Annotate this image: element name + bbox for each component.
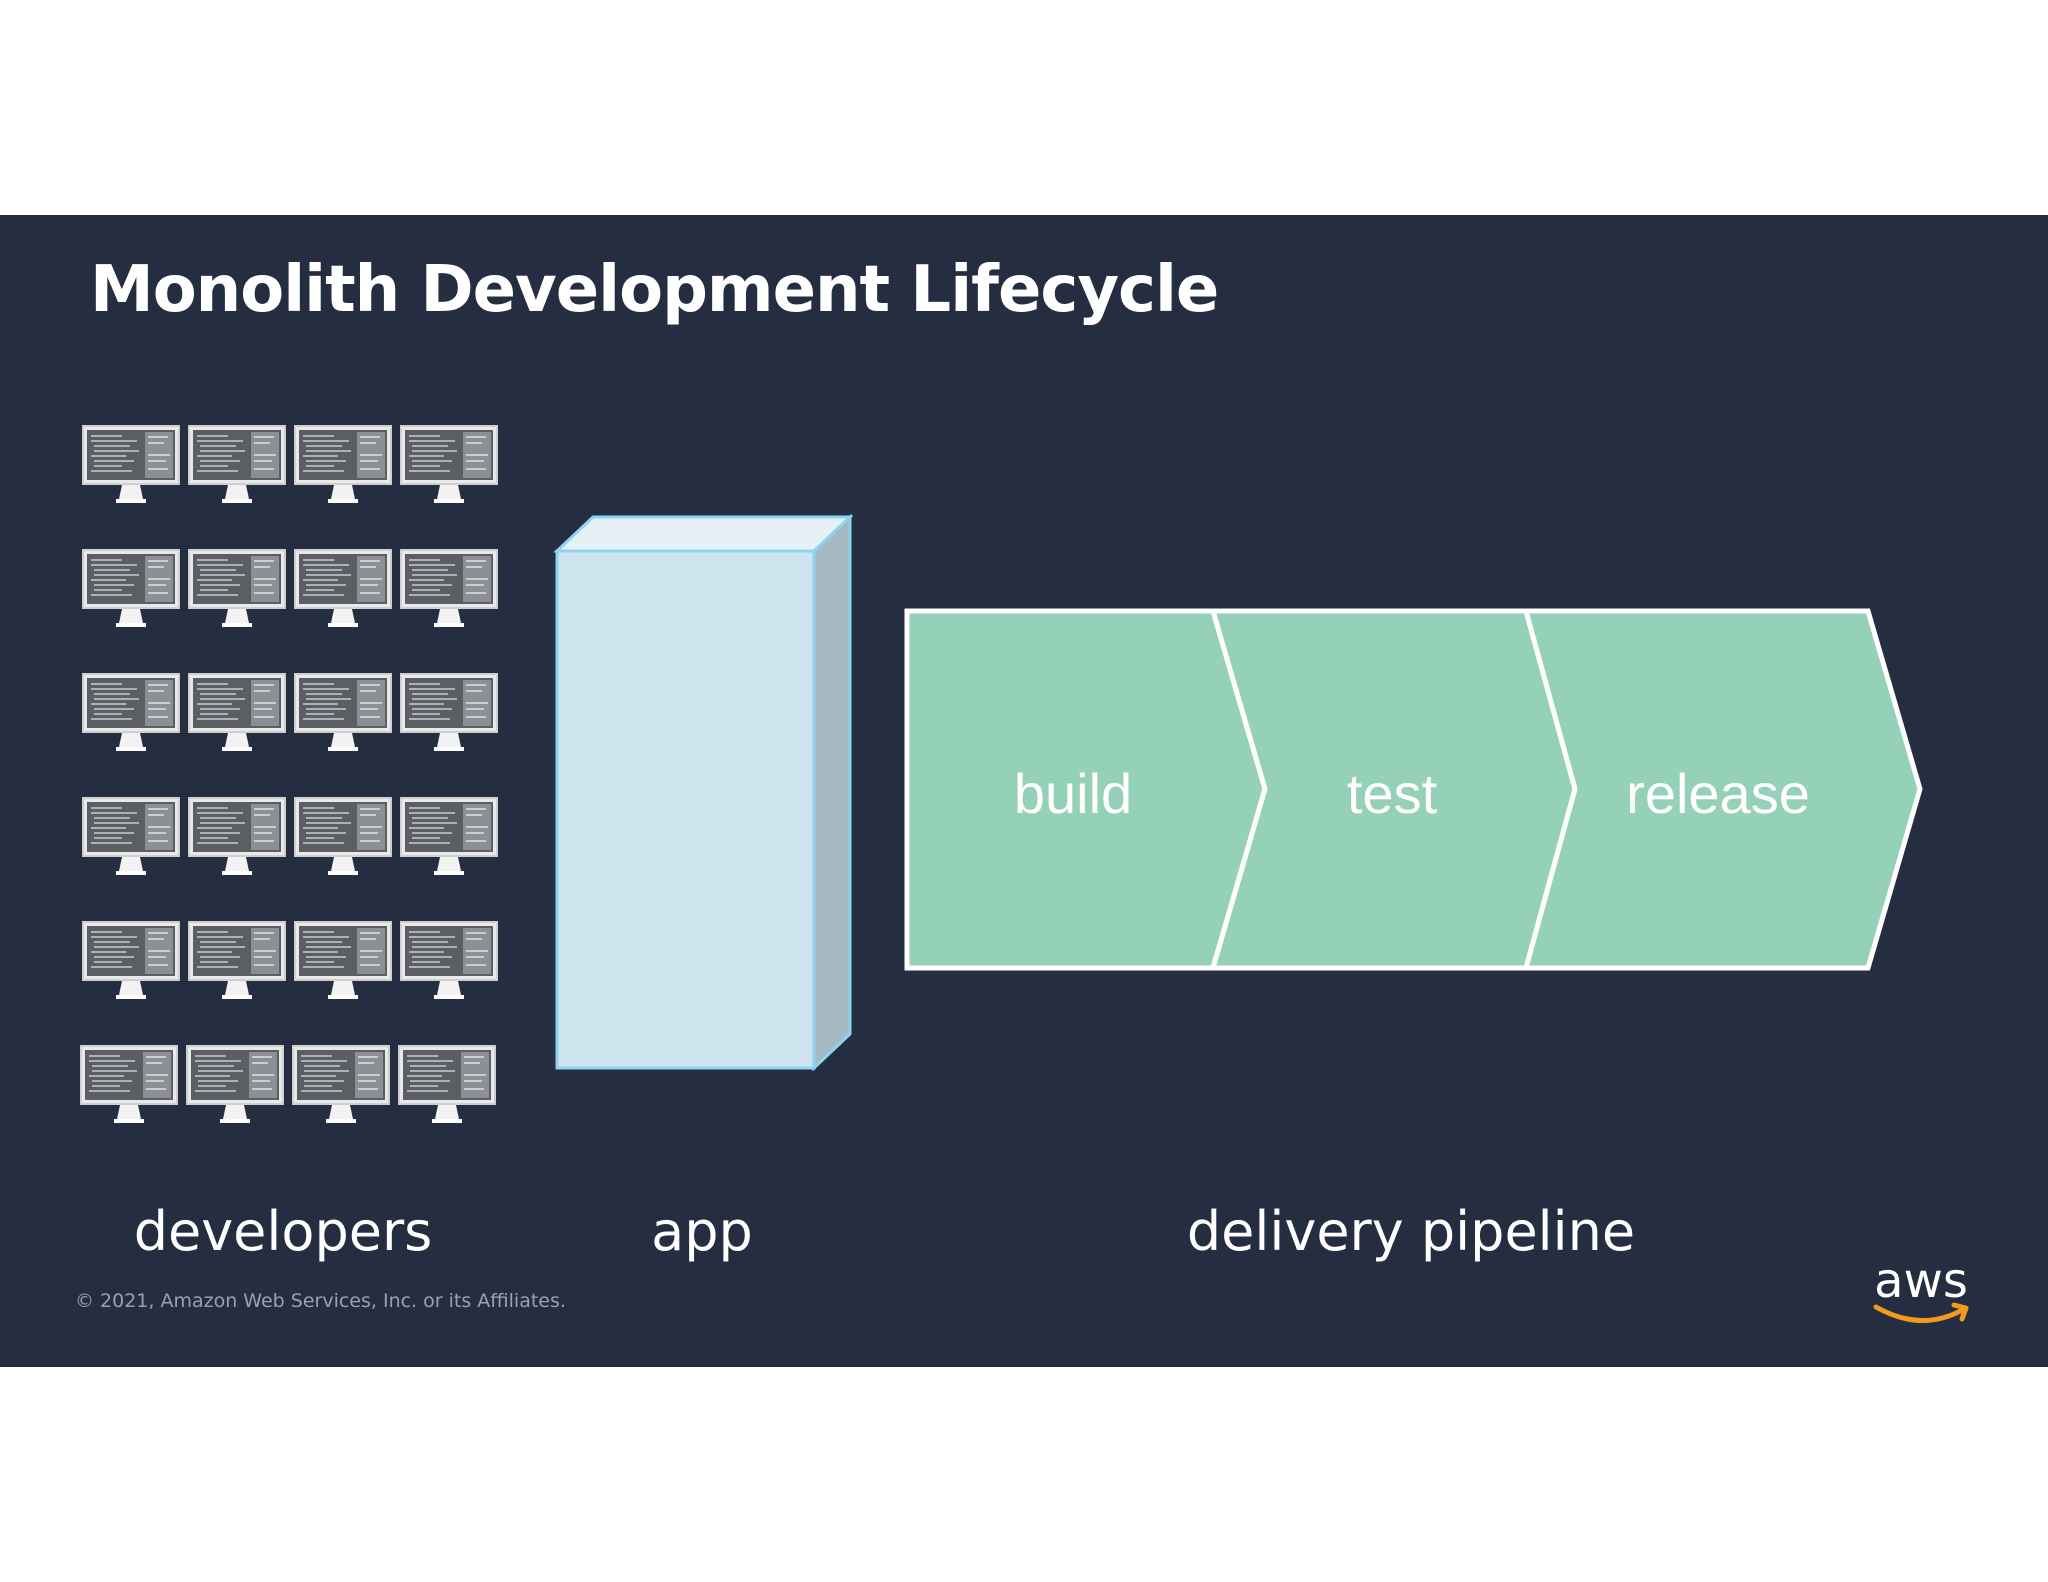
- developer-monitor-icon: [188, 549, 286, 629]
- developer-monitor-icon: [188, 425, 286, 505]
- developer-monitor-icon: [80, 1045, 178, 1125]
- app-box-top: [553, 515, 853, 553]
- developer-monitor-icon: [82, 797, 180, 877]
- delivery-pipeline-label: delivery pipeline: [1186, 1200, 1636, 1263]
- developer-monitor-icon: [294, 797, 392, 877]
- copyright-notice: © 2021, Amazon Web Services, Inc. or its…: [75, 1290, 566, 1312]
- developer-monitor-icon: [292, 1045, 390, 1125]
- pipeline-stage-release: [1522, 608, 1923, 971]
- developer-monitor-icon: [400, 425, 498, 505]
- slide-title: Monolith Development Lifecycle: [90, 253, 1219, 327]
- developer-monitor-icon: [400, 549, 498, 629]
- developer-monitor-icon: [82, 549, 180, 629]
- developer-monitor-icon: [82, 425, 180, 505]
- developer-monitor-icon: [294, 425, 392, 505]
- stage-label-test: test: [1346, 762, 1438, 825]
- app-box-side: [812, 513, 852, 1072]
- developer-monitor-icon: [400, 673, 498, 753]
- developer-monitor-icon: [398, 1045, 496, 1125]
- delivery-pipeline-diagram: [904, 608, 1923, 971]
- developer-monitor-icon: [294, 673, 392, 753]
- developer-monitor-icon: [400, 797, 498, 877]
- aws-logo-text: aws: [1874, 1253, 1968, 1309]
- developer-monitor-icon: [188, 921, 286, 1001]
- developers-monitor-grid: [0, 215, 520, 1215]
- developer-monitor-icon: [294, 921, 392, 1001]
- developer-monitor-icon: [82, 921, 180, 1001]
- stage-label-release: release: [1626, 762, 1810, 825]
- developer-monitor-icon: [82, 673, 180, 753]
- aws-smile-icon: [1873, 1302, 1969, 1323]
- developer-monitor-icon: [400, 921, 498, 1001]
- aws-logo: aws: [1866, 1255, 1976, 1335]
- developer-monitor-icon: [186, 1045, 284, 1125]
- stage-label-build: build: [1013, 762, 1133, 825]
- developer-monitor-icon: [188, 797, 286, 877]
- developers-label: developers: [133, 1200, 433, 1263]
- developer-monitor-icon: [294, 549, 392, 629]
- app-label: app: [651, 1200, 753, 1263]
- app-monolith-box: [553, 513, 853, 1072]
- slide: Monolith Development Lifecycle build tes…: [0, 215, 2048, 1367]
- app-box-front: [555, 549, 816, 1070]
- developer-monitor-icon: [188, 673, 286, 753]
